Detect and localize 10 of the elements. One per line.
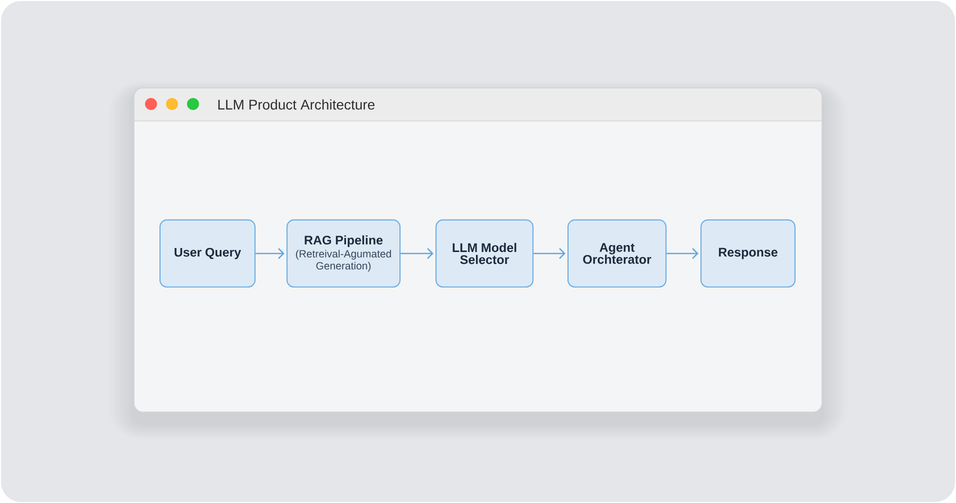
process-box: Agent Orchterator bbox=[567, 219, 667, 288]
arrow bbox=[534, 248, 566, 259]
arrow bbox=[400, 248, 434, 259]
process-box: User Query bbox=[159, 219, 256, 288]
window-title: LLM Product Architecture bbox=[218, 99, 375, 110]
process-box: Response bbox=[700, 219, 796, 288]
arrow bbox=[256, 248, 284, 259]
process-box: LLM Model Selector bbox=[435, 219, 534, 288]
arrow bbox=[666, 248, 698, 259]
process-box: RAG Pipeline (Retreival-Agumated Generation) bbox=[286, 219, 401, 288]
